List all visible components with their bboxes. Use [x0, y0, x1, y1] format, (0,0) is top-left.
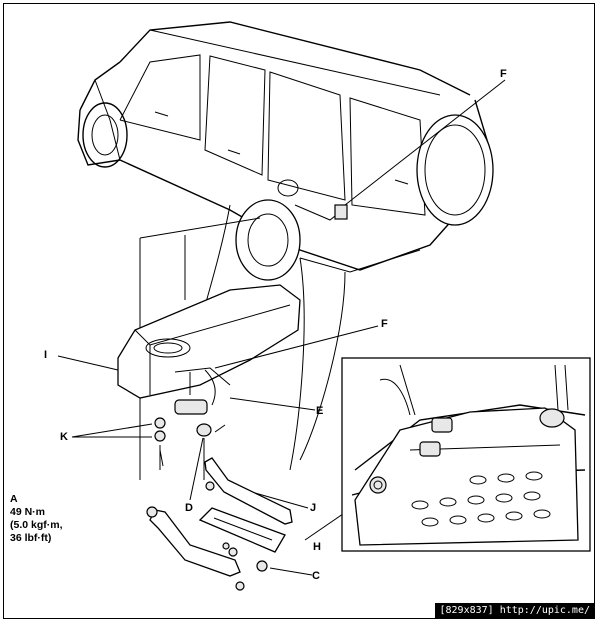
vehicle-outline	[77, 21, 494, 281]
detail-inset	[341, 357, 591, 552]
callout-a: A	[10, 493, 18, 505]
callout-j: J	[310, 502, 317, 514]
callout-f-top: F	[500, 68, 507, 80]
tank-strap-right	[204, 457, 293, 525]
torque-spec-line1: 49 N·m	[10, 506, 46, 518]
heat-shield-c	[198, 507, 286, 572]
callout-k: K	[60, 431, 68, 443]
callout-e: E	[316, 405, 324, 417]
callout-f-mid: F	[381, 318, 388, 330]
callout-d: D	[185, 502, 193, 514]
callout-c: C	[312, 570, 320, 582]
callout-h: H	[313, 541, 321, 553]
diagram-border	[3, 3, 595, 619]
tank-strap-left	[146, 506, 245, 591]
callout-i: I	[44, 349, 48, 361]
nut-d	[196, 423, 226, 480]
source-watermark: [829x837] http://upic.me/	[435, 603, 594, 619]
torque-spec-line2: (5.0 kgf·m,	[10, 519, 63, 531]
mount-bolts-k	[154, 417, 166, 470]
fuel-tank	[117, 284, 301, 415]
torque-spec-line3: 36 lbf·ft)	[10, 532, 52, 544]
callout-leaders	[57, 79, 506, 576]
